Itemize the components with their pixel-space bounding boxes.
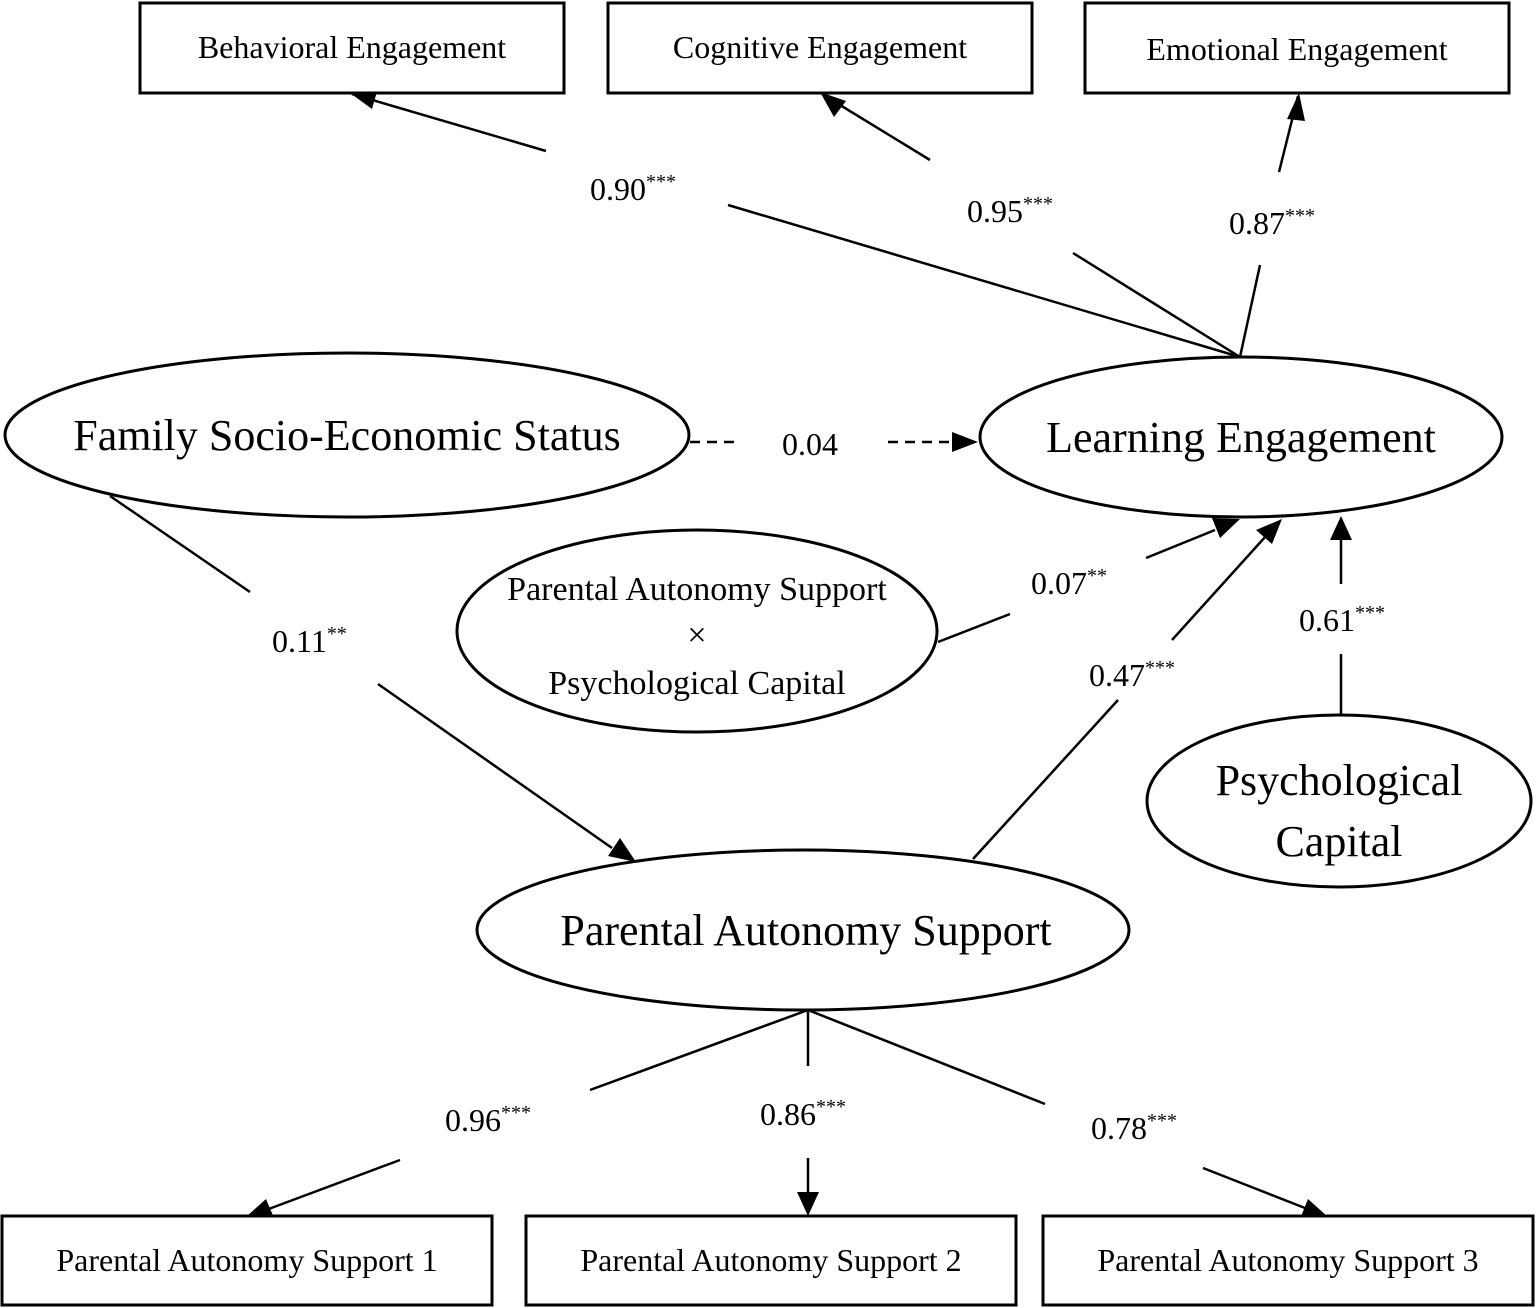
family-ses-label: Family Socio-Economic Status (73, 411, 621, 460)
box-pas-2: Parental Autonomy Support 2 (524, 1214, 1018, 1307)
arrowhead-interaction (1212, 518, 1240, 538)
path-pas-to-pas1 (265, 1008, 809, 1212)
box-cognitive-engagement: Cognitive Engagement (606, 1, 1034, 95)
ellipse-learning-engagement: Learning Engagement (978, 355, 1504, 519)
arrowhead-emotional (1287, 93, 1305, 121)
arrowhead-ses-engagement (952, 432, 978, 452)
box-pas-1: Parental Autonomy Support 1 (0, 1214, 494, 1307)
coef-pas3: 0.78*** (1091, 1110, 1177, 1146)
path-engagement-to-cognitive (821, 92, 1241, 359)
ellipse-psychological-capital: Psychological Capital (1145, 713, 1533, 889)
psych-capital-label-line2: Capital (1275, 817, 1402, 866)
arrowhead-ses-pas (608, 838, 636, 862)
coef-ses-to-pas: 0.11** (272, 623, 347, 659)
behavioral-engagement-label: Behavioral Engagement (198, 29, 506, 65)
coef-cognitive: 0.95*** (967, 193, 1053, 229)
coef-emotional: 0.87*** (1229, 205, 1315, 241)
ellipse-family-ses: Family Socio-Economic Status (3, 351, 691, 519)
arrowhead-pas-engagement (1256, 519, 1282, 544)
box-emotional-engagement: Emotional Engagement (1083, 1, 1511, 95)
path-engagement-to-behavioral (351, 92, 1241, 359)
arrowheads (246, 88, 1352, 1219)
interaction-symbol: × (687, 617, 706, 654)
cognitive-engagement-label: Cognitive Engagement (673, 29, 967, 65)
box-behavioral-engagement: Behavioral Engagement (138, 1, 566, 95)
arrowhead-pas3 (1300, 1199, 1328, 1219)
coef-ses-to-engagement: 0.04 (782, 426, 838, 462)
box-pas-3: Parental Autonomy Support 3 (1041, 1214, 1535, 1307)
path-pas-to-pas3 (807, 1008, 1311, 1212)
coef-behavioral: 0.90*** (590, 171, 676, 207)
pas-3-label: Parental Autonomy Support 3 (1097, 1242, 1478, 1278)
interaction-label-line1: Parental Autonomy Support (507, 571, 887, 608)
ellipse-interaction: Parental Autonomy Support × Psychologica… (455, 528, 939, 734)
coef-pas-to-engagement: 0.47*** (1089, 657, 1175, 693)
arrowhead-pas1 (246, 1199, 274, 1218)
coef-interaction-to-engagement: 0.07** (1031, 565, 1107, 601)
coef-pas2: 0.86*** (760, 1096, 846, 1132)
pas-1-label: Parental Autonomy Support 1 (56, 1242, 437, 1278)
psych-capital-label-line1: Psychological (1216, 756, 1463, 805)
ellipse-parental-autonomy-support: Parental Autonomy Support (475, 848, 1131, 1012)
path-ses-to-pas (109, 494, 613, 850)
emotional-engagement-label: Emotional Engagement (1146, 31, 1447, 67)
learning-engagement-label: Learning Engagement (1046, 413, 1436, 462)
coef-psycap-to-engagement: 0.61*** (1299, 602, 1385, 638)
arrowhead-pas2 (797, 1192, 819, 1216)
coef-pas1: 0.96*** (445, 1102, 531, 1138)
arrowhead-cognitive (820, 92, 846, 117)
path-pas-to-engagement (972, 535, 1267, 860)
pas-label: Parental Autonomy Support (560, 906, 1051, 955)
path-interaction-to-engagement (937, 528, 1216, 644)
arrowhead-psycap (1330, 516, 1352, 540)
pas-2-label: Parental Autonomy Support 2 (580, 1242, 961, 1278)
interaction-label-line2: Psychological Capital (548, 665, 845, 702)
